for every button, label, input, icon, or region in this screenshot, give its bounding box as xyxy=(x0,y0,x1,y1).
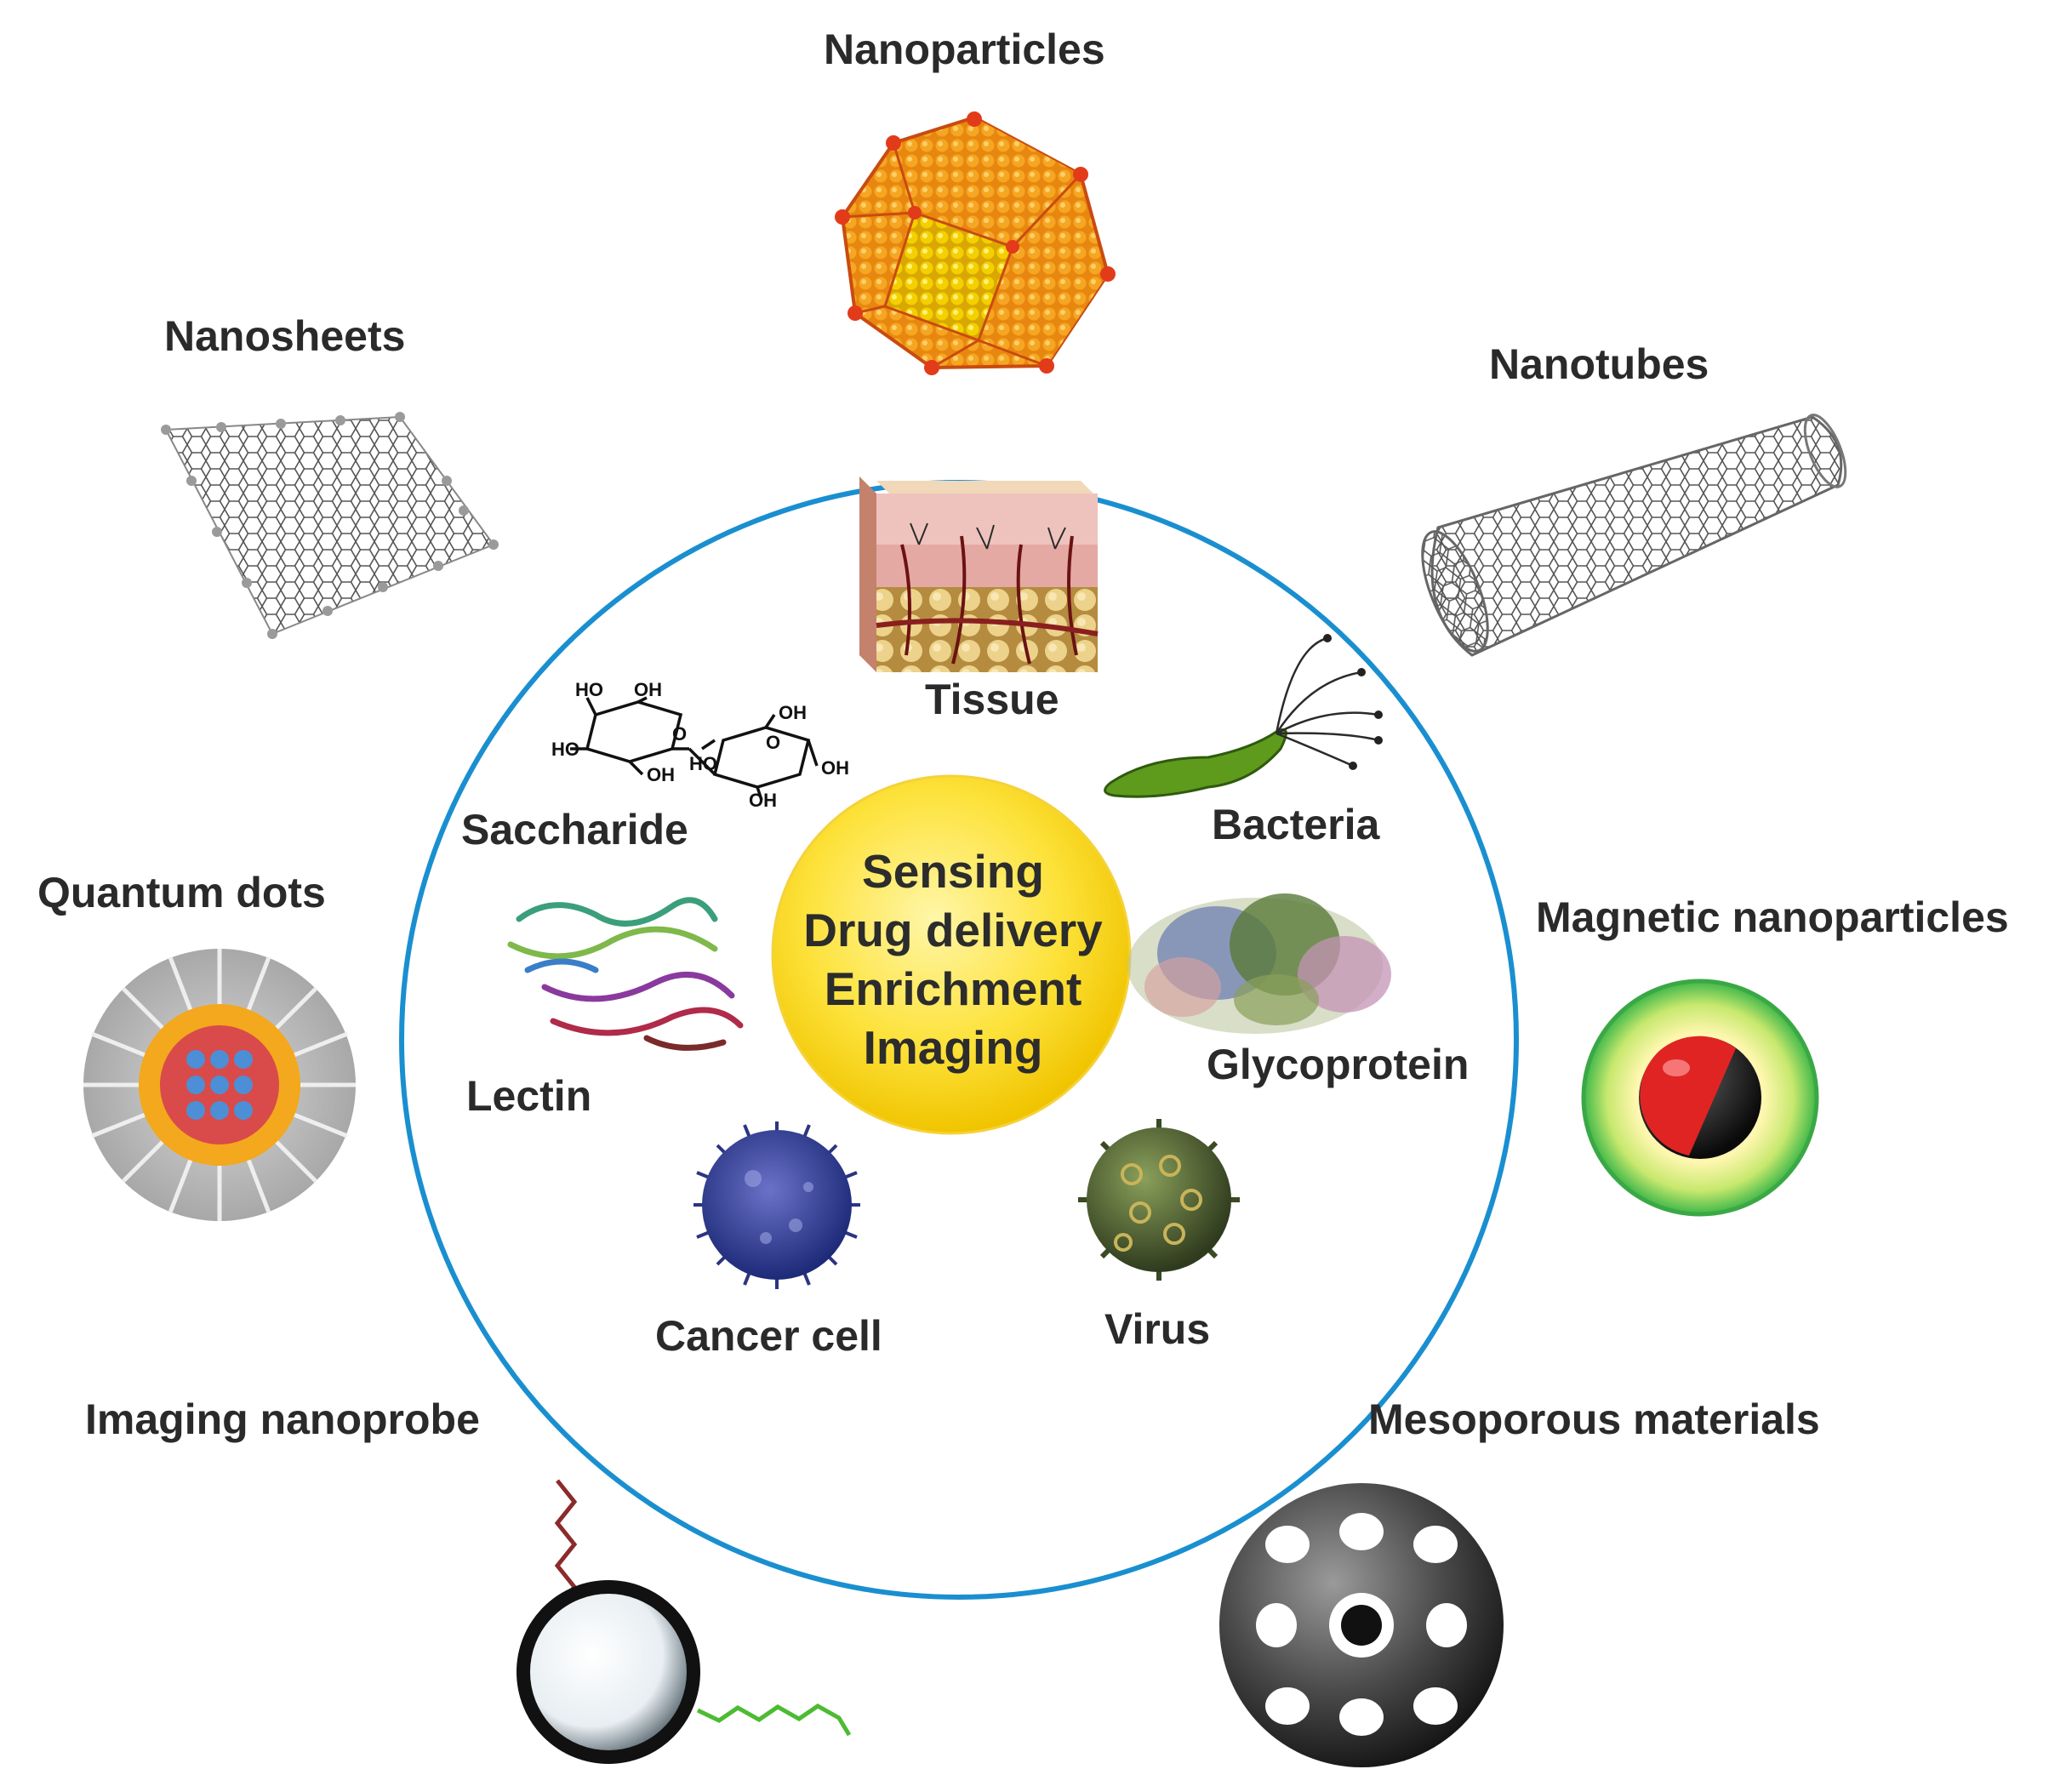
bacteria-label: Bacteria xyxy=(1212,801,1380,848)
saccharide-group: OH xyxy=(634,679,662,700)
magnetic-nanoparticles-label: Magnetic nanoparticles xyxy=(1536,893,2009,941)
nanosheet-icon xyxy=(161,412,499,639)
nanotubes-label: Nanotubes xyxy=(1489,340,1709,388)
cancer-cell-icon xyxy=(693,1121,860,1289)
imaging-nanoprobe-icon xyxy=(516,1479,852,1764)
mesoporous-icon xyxy=(1219,1483,1504,1767)
tissue-icon xyxy=(859,477,1099,672)
virus-icon xyxy=(1078,1119,1240,1281)
lectin-icon xyxy=(507,897,744,1051)
saccharide-group: OH xyxy=(647,764,675,785)
cancer-cell-label: Cancer cell xyxy=(655,1312,882,1360)
nanotube-icon xyxy=(1421,414,1847,657)
quantum-dot-icon xyxy=(83,949,356,1221)
virus-label: Virus xyxy=(1104,1305,1211,1353)
mesoporous-materials-label: Mesoporous materials xyxy=(1368,1395,1820,1443)
saccharide-group: OH xyxy=(821,757,849,779)
saccharide-group: HO xyxy=(575,679,603,700)
saccharide-group: HO xyxy=(689,753,717,774)
bacteria-icon xyxy=(1104,634,1383,798)
saccharide-group: O xyxy=(766,732,780,753)
application-enrichment: Enrichment xyxy=(824,962,1082,1015)
nanoparticle-icon xyxy=(835,111,1116,375)
glycoprotein-icon xyxy=(1127,893,1391,1034)
applications-list: Sensing Drug delivery Enrichment Imaging xyxy=(766,842,1140,1077)
saccharide-group: OH xyxy=(779,702,807,723)
nanoparticles-label: Nanoparticles xyxy=(824,26,1105,73)
application-drug-delivery: Drug delivery xyxy=(803,904,1103,956)
imaging-nanoprobe-label: Imaging nanoprobe xyxy=(85,1395,480,1443)
quantum-dots-label: Quantum dots xyxy=(37,869,326,916)
saccharide-icon xyxy=(570,696,819,801)
saccharide-group: O xyxy=(672,723,687,745)
glycoprotein-label: Glycoprotein xyxy=(1207,1041,1470,1088)
magnetic-nanoparticle-icon xyxy=(1581,979,1819,1217)
nanosheets-label: Nanosheets xyxy=(164,312,406,360)
saccharide-group: OH xyxy=(749,790,777,811)
saccharide-label: Saccharide xyxy=(461,806,688,853)
lectin-label: Lectin xyxy=(466,1072,592,1120)
saccharide-group: HO xyxy=(551,739,579,760)
tissue-label: Tissue xyxy=(925,676,1059,723)
application-imaging: Imaging xyxy=(863,1021,1043,1074)
application-sensing: Sensing xyxy=(862,845,1044,898)
